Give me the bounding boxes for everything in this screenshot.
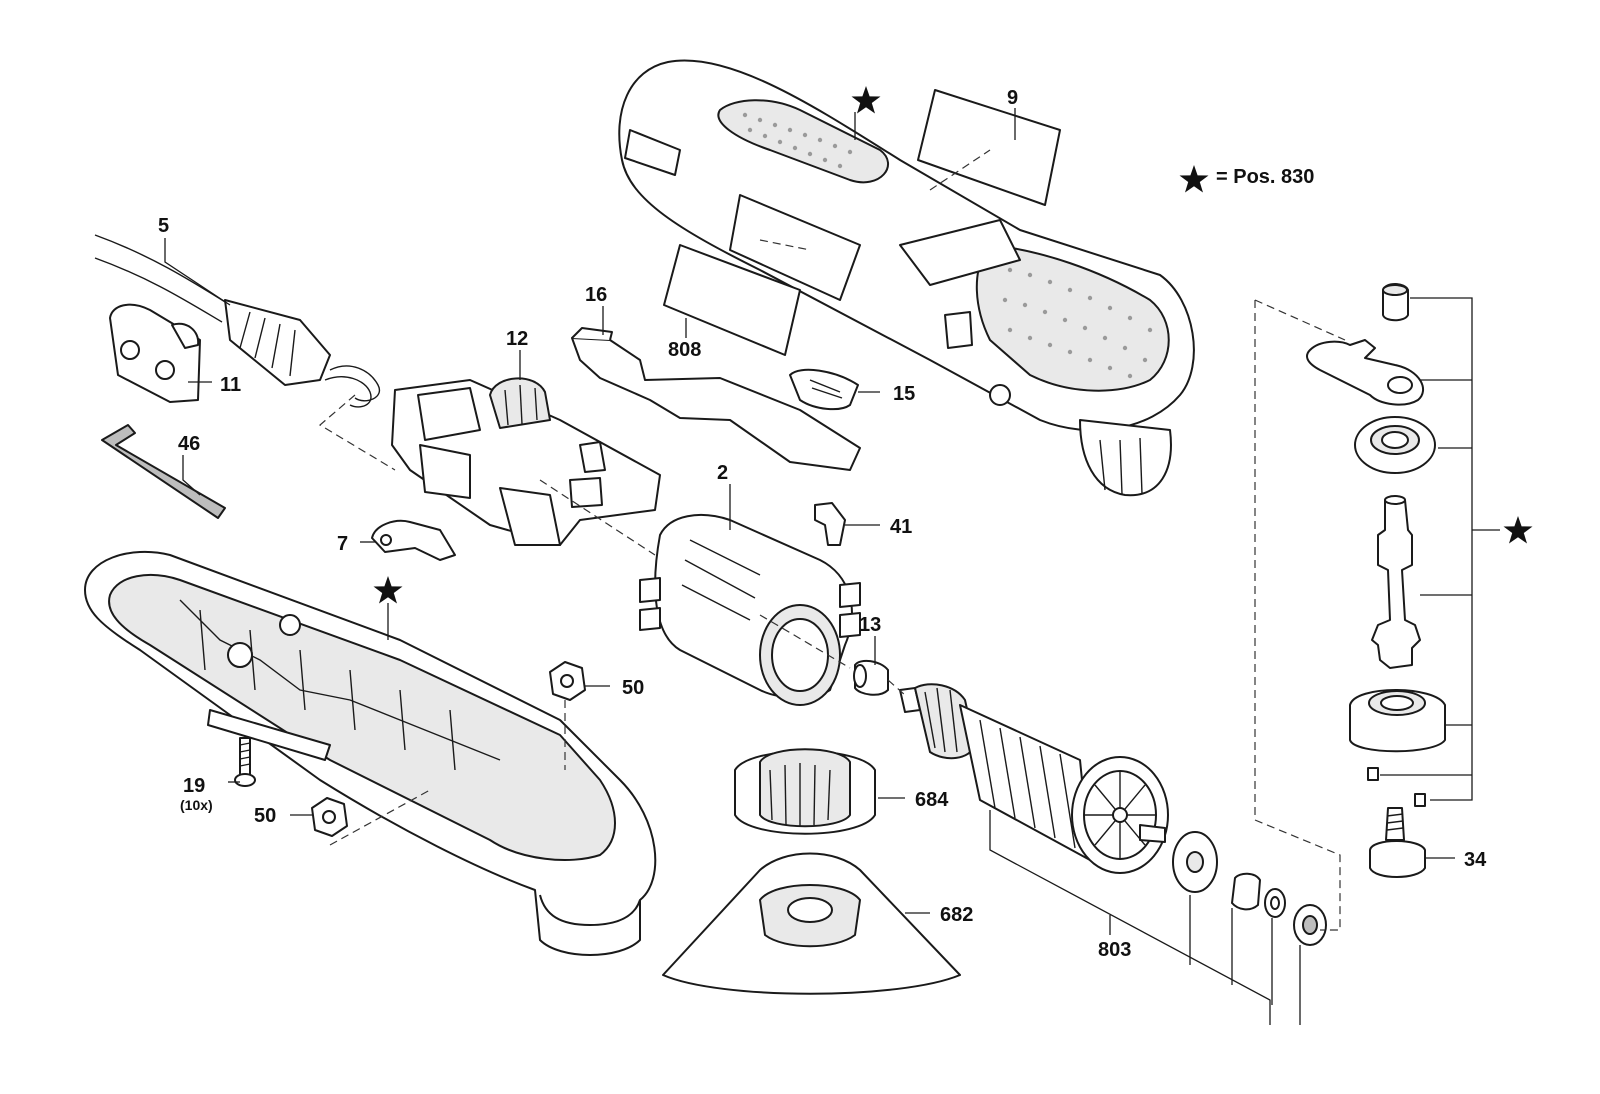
pin-right [1414,793,1426,807]
legend-text: = Pos. 830 [1216,166,1314,188]
slide-switch-bar [571,327,861,471]
sanding-plate [662,852,961,995]
ball-bearing-large [1354,416,1436,474]
part-label-808: 808 [668,339,701,361]
housing-shell-top [618,59,1195,497]
star-icon [1179,165,1209,193]
needle-bearing [1382,283,1409,322]
field-stator [639,514,861,706]
group-bracket-803 [989,810,1301,1025]
armature [899,683,1169,874]
part-label-682: 682 [940,904,973,926]
spindle-flange [1349,689,1446,753]
part-label-19: 19 [183,775,205,797]
assembly-guide-lines [318,149,1346,931]
part-label-11: 11 [220,374,241,396]
spring-contact [371,519,456,561]
part-label-34: 34 [1464,849,1487,871]
part-label-7: 7 [337,533,348,555]
hex-nut-top [549,661,586,701]
cable-clamp [109,303,201,403]
ball-bearing-armature [1293,904,1327,946]
part-label-2: 2 [717,462,728,484]
fan-washer [1172,831,1218,893]
star-icon [373,576,403,604]
part-label-50-bottom: 50 [254,805,276,827]
part-label-41: 41 [890,516,912,538]
group-bracket [1380,297,1500,801]
contact-clip [814,502,846,546]
label-sticker-9 [917,89,1061,206]
part-label-13: 13 [859,614,881,636]
bearing-bush [853,659,889,696]
part-label-16: 16 [585,284,607,306]
star-icon [851,86,881,114]
clamping-screw [1369,807,1426,878]
spindle [1371,495,1421,669]
switch-assembly [391,377,661,546]
housing-shell-bottom [84,550,657,956]
part-label-12: 12 [506,328,528,350]
part-label-19-qty: (10x) [180,797,213,813]
part-label-46: 46 [178,433,200,455]
hex-key [101,424,226,519]
clamp-ring [734,748,876,835]
label-sticker-808 [663,244,801,356]
screw [234,737,256,787]
pin-left [1367,767,1379,781]
sleeve [1231,872,1261,911]
eccentric-fork [1306,339,1424,406]
hex-nut-bottom [311,797,348,837]
washer-small [1264,888,1286,918]
slider-knob [789,368,859,411]
part-label-15: 15 [893,383,915,405]
part-label-9: 9 [1007,87,1018,109]
leader-lines [164,108,1455,914]
part-label-684: 684 [915,789,949,811]
grip-texture-dots [742,112,1153,379]
part-label-5: 5 [158,215,169,237]
star-icon [1503,516,1533,544]
part-label-50-top: 50 [622,677,644,699]
part-label-803: 803 [1098,939,1131,961]
